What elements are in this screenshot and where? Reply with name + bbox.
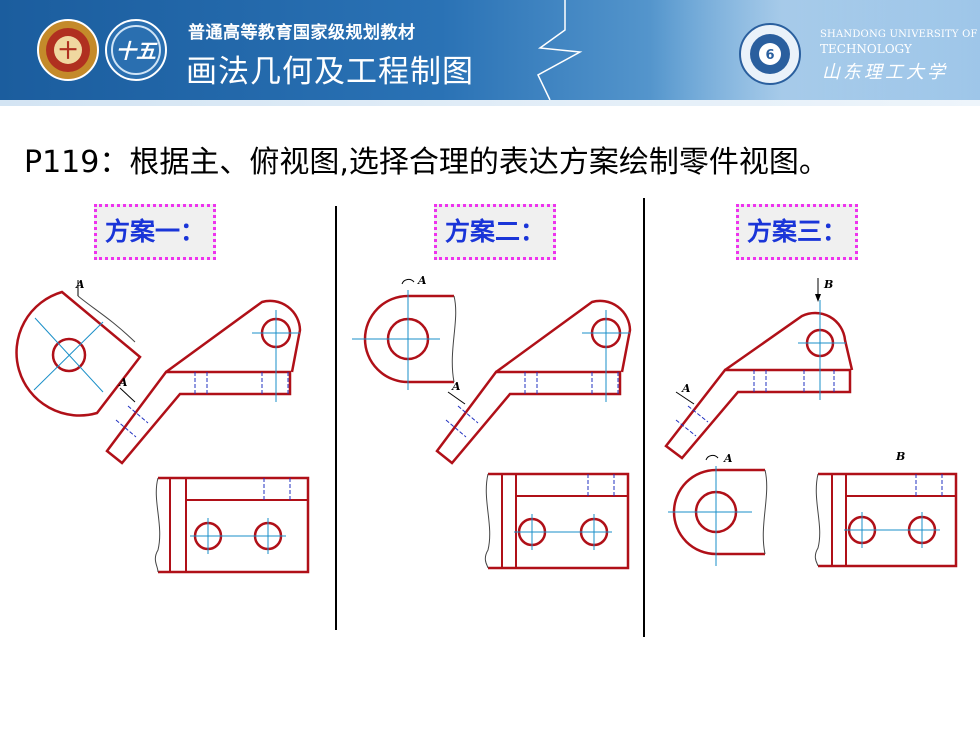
university-name-cn: 山东理工大学: [822, 62, 948, 83]
scheme-2-label: 方案二：: [434, 204, 557, 260]
university-name-en-line2: TECHNOLOGY: [820, 42, 912, 56]
svg-text:十五: 十五: [116, 39, 158, 63]
scheme-1-label: 方案一：: [94, 204, 217, 260]
scheme-3-views: B A A B: [664, 278, 958, 568]
zigzag-divider: [537, 0, 583, 100]
scheme-1-front-view: A: [105, 299, 302, 465]
svg-text:6: 6: [765, 48, 774, 63]
scheme-2-top-view: [484, 472, 630, 570]
five-year-plan-logo: 十五: [105, 19, 167, 81]
scheme-1-views: A A: [15, 278, 310, 574]
scheme-2-label-a-top: A: [417, 274, 427, 287]
university-emblem: 6: [739, 23, 801, 85]
scheme-3-partial-view: A: [668, 452, 768, 566]
svg-text:十: 十: [59, 40, 77, 62]
university-name-en-line1: SHANDONG UNIVERSITY OF: [820, 29, 978, 40]
scheme-3-label-b-view: B: [895, 450, 905, 463]
scheme-3-front-view: B A: [664, 278, 854, 460]
header-banner: 十 十五 普通高等教育国家级规划教材 画法几何及工程制图 6 SHANDONG …: [0, 0, 980, 100]
series-text: 普通高等教育国家级规划教材: [188, 23, 416, 43]
scheme-2-label-a-arrow: A: [451, 380, 461, 393]
scheme-1-label-a-top: A: [75, 278, 85, 291]
scheme-3-label-a-arrow: A: [681, 382, 691, 395]
scheme-2-views: A A: [352, 274, 632, 570]
page-title: P119：根据主、俯视图,选择合理的表达方案绘制零件视图。: [24, 145, 829, 180]
badge-logo: 十: [37, 19, 99, 81]
scheme-1-aux-view: A: [15, 278, 142, 417]
scheme-1-top-view: [154, 476, 310, 574]
book-title: 画法几何及工程制图: [186, 54, 474, 90]
banner-bottom-strip: [0, 100, 980, 106]
scheme-3-view-b: B: [814, 450, 958, 568]
scheme-2-partial-view: A: [352, 274, 457, 390]
scheme-2-front-view: A: [435, 299, 632, 465]
scheme-1-label-a-arrow: A: [118, 376, 128, 389]
banner-highlight: [650, 0, 980, 100]
scheme-3-label: 方案三：: [736, 204, 859, 260]
scheme-3-label-b-arrow: B: [823, 278, 833, 291]
scheme-3-label-a-view: A: [723, 452, 733, 465]
